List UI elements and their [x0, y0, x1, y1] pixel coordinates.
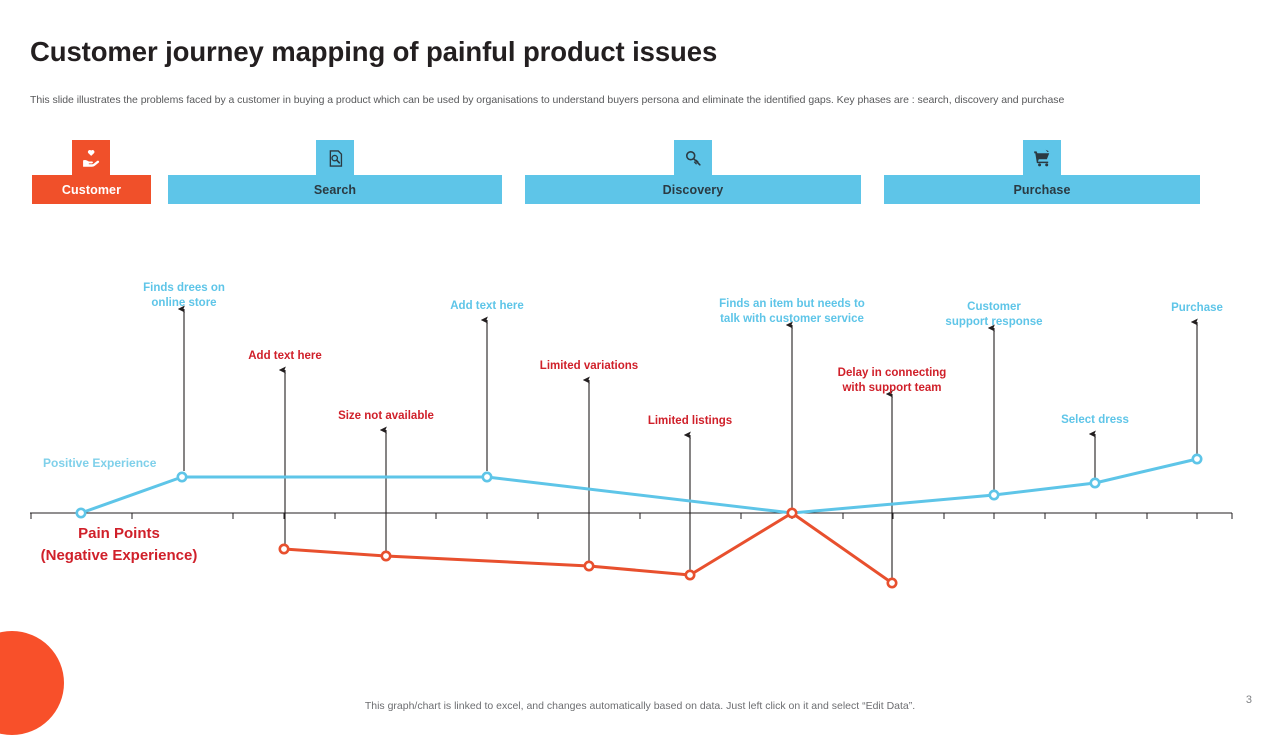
callout-label: Limited variations	[539, 360, 639, 372]
series-line	[79, 457, 1199, 515]
callout-label: Limited listings	[647, 415, 733, 427]
callout-label: Finds drees on online store	[143, 282, 225, 309]
series-line	[282, 511, 894, 585]
axis-label-pain-points: Pain Points (Negative Experience)	[40, 525, 198, 564]
callout-label: Size not available	[338, 410, 434, 422]
phase-bar-label: Search	[168, 175, 502, 204]
data-point-marker[interactable]	[684, 569, 696, 581]
search-page-icon	[316, 140, 354, 176]
page-number: 3	[1245, 694, 1252, 706]
journey-plot	[30, 305, 1233, 589]
data-point-marker[interactable]	[786, 507, 798, 519]
data-point-marker[interactable]	[278, 543, 290, 555]
phase-strip: Customer Search Discovery Purchase	[0, 140, 1280, 210]
data-point-marker[interactable]	[380, 550, 392, 562]
data-point-marker[interactable]	[75, 507, 87, 519]
hand-heart-icon	[72, 140, 110, 176]
phase-purchase[interactable]: Purchase	[884, 140, 1200, 210]
phase-bar-label: Discovery	[525, 175, 861, 204]
callout-label: Select dress	[1061, 414, 1129, 426]
callout-label: Finds an item but needs to talk with cus…	[719, 298, 865, 325]
data-point-marker[interactable]	[988, 489, 1000, 501]
callout-label: Delay in connecting with support team	[837, 367, 947, 394]
data-point-marker[interactable]	[583, 560, 595, 572]
data-point-marker[interactable]	[1191, 453, 1203, 465]
phase-customer[interactable]: Customer	[32, 140, 151, 210]
shopping-cart-icon	[1023, 140, 1061, 176]
data-point-marker[interactable]	[176, 471, 188, 483]
callout-label: Customer support response	[945, 301, 1043, 328]
phase-discovery[interactable]: Discovery	[525, 140, 861, 210]
page-subtitle: This slide illustrates the problems face…	[30, 94, 1065, 106]
callout-label: Add text here	[248, 350, 322, 362]
axis-label-positive-experience: Positive Experience	[43, 456, 157, 470]
phase-search[interactable]: Search	[168, 140, 502, 210]
footer-note: This graph/chart is linked to excel, and…	[364, 700, 916, 712]
data-point-marker[interactable]	[1089, 477, 1101, 489]
callout-label: Add text here	[450, 300, 524, 312]
callout-label: Purchase	[1171, 302, 1223, 314]
phase-bar-label: Customer	[32, 175, 151, 204]
magnifier-key-icon	[674, 140, 712, 176]
data-point-marker[interactable]	[886, 577, 898, 589]
phase-bar-label: Purchase	[884, 175, 1200, 204]
data-point-marker[interactable]	[481, 471, 493, 483]
journey-chart	[0, 250, 1280, 650]
page-title: Customer journey mapping of painful prod…	[30, 36, 718, 67]
